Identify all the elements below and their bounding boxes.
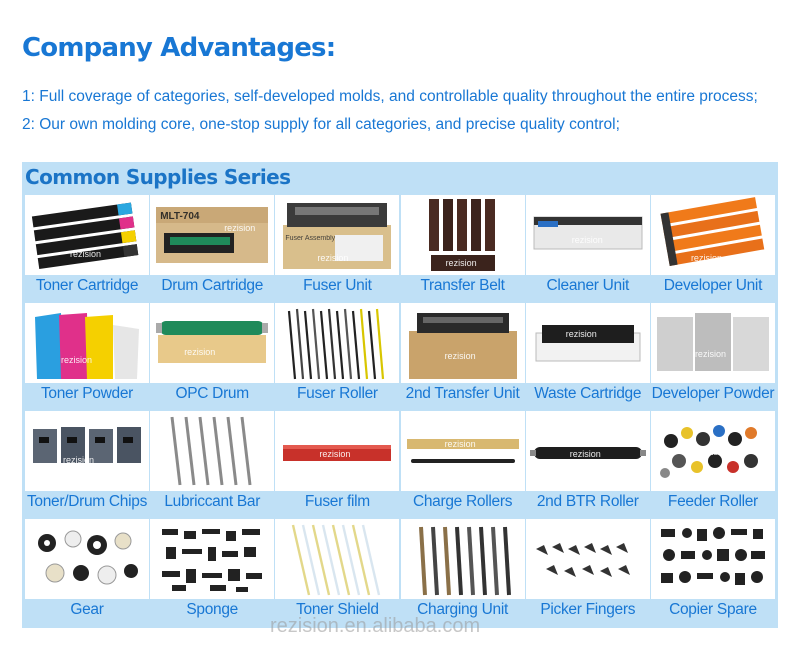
toner-cartridge-icon: rezision [25,195,149,275]
product-label: Sponge [186,601,238,618]
product-tile-feeder-roller[interactable]: rezision Feeder Roller [650,411,775,516]
chips-icon: rezision [25,411,149,491]
product-tile-charging-unit[interactable]: Charging Unit [400,519,525,624]
product-tile-fuser-unit[interactable]: Fuser Assembly rezision Fuser Unit [275,195,400,300]
product-label: Charge Rollers [412,493,513,510]
lubricant-bar-icon [150,411,275,491]
product-label: Charging Unit [417,601,508,618]
product-label: OPC Drum [175,385,249,402]
toner-shield-icon [275,519,400,599]
product-label: Developer Unit [663,277,763,294]
product-label: Toner/Drum Chips [26,493,148,510]
product-tile-toner-cartridge[interactable]: rezision Toner Cartridge [25,195,149,300]
product-label: Fuser Roller [296,385,378,402]
product-label: 2nd BTR Roller [536,493,639,510]
product-label: Fuser film [304,493,370,510]
product-tile-drum-cartridge[interactable]: MLT-704 rezision Drum Cartridge [150,195,275,300]
btr-roller-icon: rezision [525,411,650,491]
product-label: 2nd Transfer Unit [405,385,520,402]
cleaner-unit-icon: rezision [525,195,650,275]
developer-powder-icon: rezision [650,303,775,383]
product-label: Waste Cartridge [534,385,642,402]
copier-spare-icon [650,519,775,599]
product-label: Copier Spare [669,601,757,618]
product-label: Developer Powder [651,385,775,402]
drum-cartridge-icon: MLT-704 rezision [150,195,275,275]
product-grid: rezision Toner Cartridge MLT-704 rezisio… [25,195,775,625]
product-tile-copier-spare[interactable]: Copier Spare [650,519,775,624]
product-label: Picker Fingers [540,601,636,618]
page-title: Company Advantages: [22,33,336,63]
supplies-panel: Common Supplies Series rezision Toner Ca… [22,162,778,628]
feeder-roller-icon: rezision [650,411,775,491]
product-label: Toner Powder [40,385,134,402]
product-tile-developer-powder[interactable]: rezision Developer Powder [650,303,775,408]
product-tile-toner-shield[interactable]: Toner Shield [275,519,400,624]
product-label: Drum Cartridge [161,277,264,294]
product-tile-waste-cartridge[interactable]: rezision Waste Cartridge [525,303,650,408]
sponge-icon [150,519,275,599]
developer-unit-icon: rezision [650,195,775,275]
product-tile-opc-drum[interactable]: rezision OPC Drum [150,303,275,408]
product-label: Transfer Belt [420,277,505,294]
product-tile-gear[interactable]: Gear [25,519,149,624]
product-tile-transfer-belt[interactable]: rezision Transfer Belt [400,195,525,300]
product-label: Feeder Roller [667,493,758,510]
product-tile-cleaner-unit[interactable]: rezision Cleaner Unit [525,195,650,300]
product-tile-picker-fingers[interactable]: Picker Fingers [525,519,650,624]
product-label: Gear [70,601,104,618]
product-tile-2nd-transfer-unit[interactable]: rezision 2nd Transfer Unit [400,303,525,408]
transfer-unit-icon: rezision [400,303,525,383]
product-label: Toner Cartridge [35,277,139,294]
product-label: Fuser Unit [303,277,372,294]
series-title: Common Supplies Series [25,165,291,189]
advantage-line-1: 1: Full coverage of categories, self-dev… [22,88,758,105]
fuser-unit-icon: Fuser Assembly rezision [275,195,400,275]
transfer-belt-icon: rezision [400,195,525,275]
product-label: Lubriccant Bar [164,493,261,510]
advantage-line-2: 2: Our own molding core, one-stop supply… [22,116,620,133]
gear-icon [25,519,149,599]
product-tile-sponge[interactable]: Sponge [150,519,275,624]
picker-fingers-icon [525,519,650,599]
product-tile-lubricant-bar[interactable]: Lubriccant Bar [150,411,275,516]
fuser-roller-icon [275,303,400,383]
fuser-film-icon: rezision [275,411,400,491]
toner-powder-icon: rezision [25,303,149,383]
product-tile-fuser-roller[interactable]: Fuser Roller [275,303,400,408]
product-tile-toner-drum-chips[interactable]: rezision Toner/Drum Chips [25,411,149,516]
product-label: Toner Shield [296,601,379,618]
charge-roller-icon: rezision [400,411,525,491]
product-tile-charge-rollers[interactable]: rezision Charge Rollers [400,411,525,516]
footer-watermark: rezision.en.alibaba.com [270,615,481,637]
opc-drum-icon: rezision [150,303,275,383]
product-tile-toner-powder[interactable]: rezision Toner Powder [25,303,149,408]
product-tile-developer-unit[interactable]: rezision Developer Unit [650,195,775,300]
product-tile-fuser-film[interactable]: rezision Fuser film [275,411,400,516]
charging-unit-icon [400,519,525,599]
product-label: Cleaner Unit [546,277,630,294]
waste-cartridge-icon: rezision [525,303,650,383]
product-tile-2nd-btr-roller[interactable]: rezision 2nd BTR Roller [525,411,650,516]
